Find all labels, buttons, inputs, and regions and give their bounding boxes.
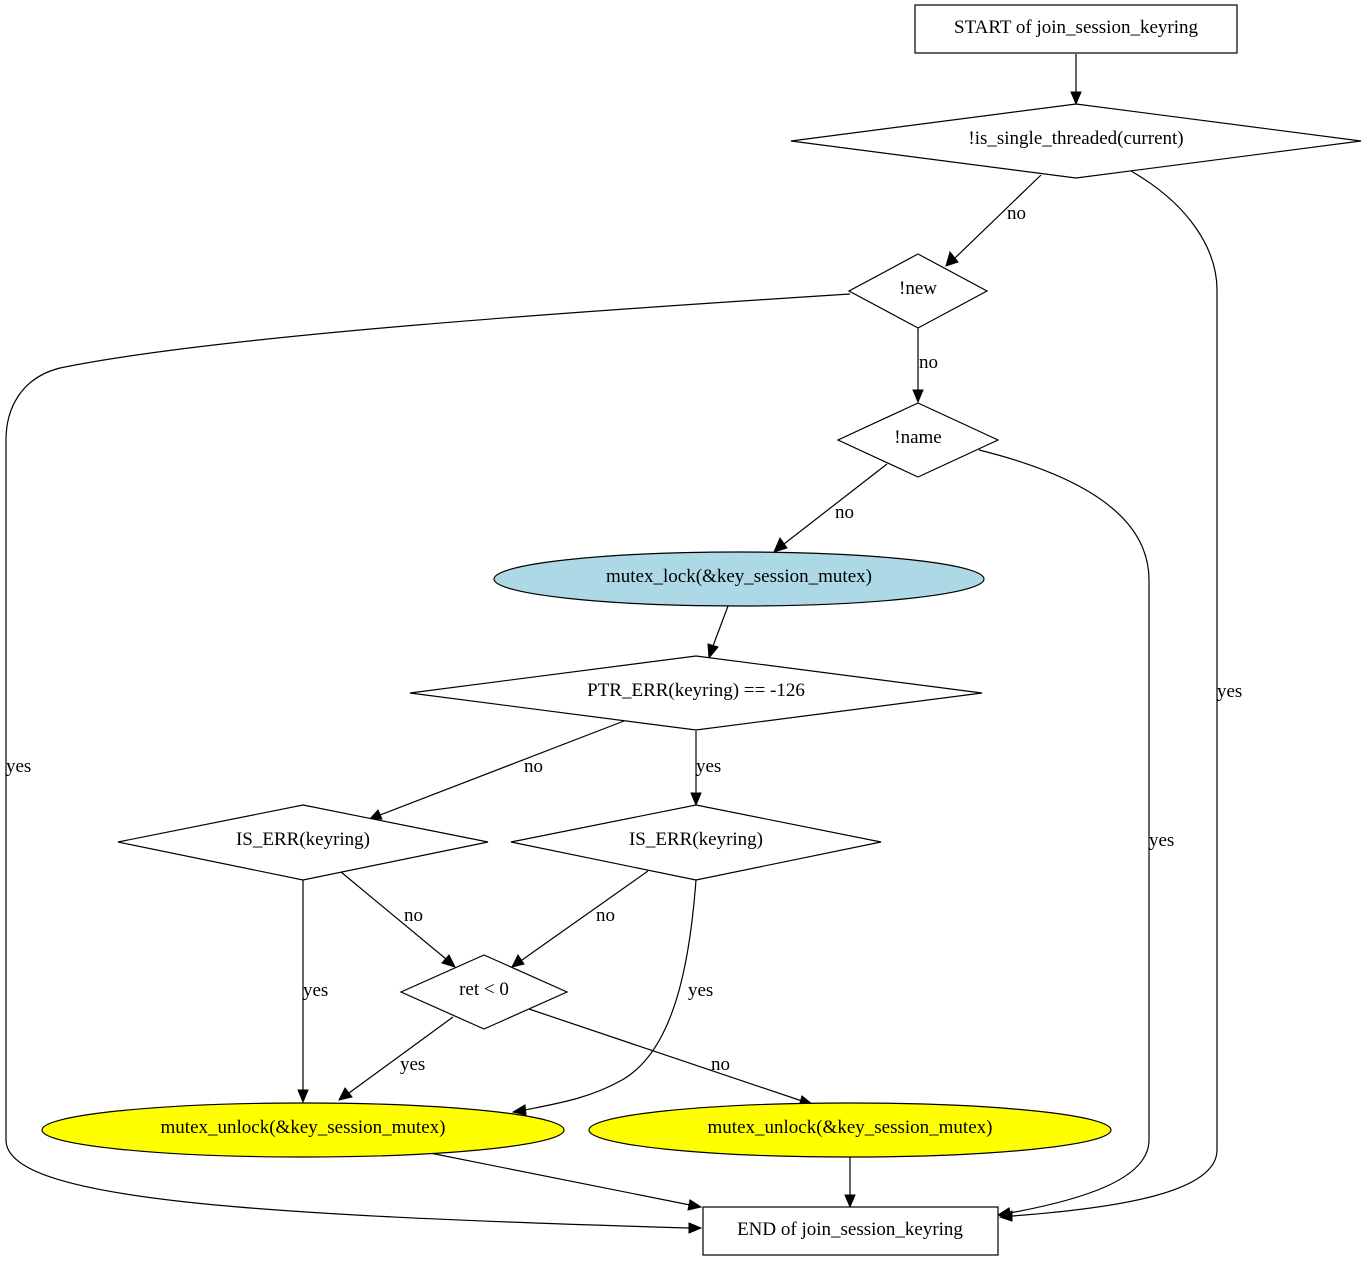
edge-label-iserrr-no: no [596, 905, 615, 926]
arrowhead [511, 1104, 527, 1116]
decision-diamond [117, 804, 489, 881]
unlock-left-node: mutex_unlock(&key_session_mutex) [41, 1102, 565, 1158]
edge-label-ptr-no: no [524, 756, 543, 777]
arrowhead [297, 1089, 309, 1104]
edge-ptr-no [379, 720, 625, 816]
edge-label-new-no: no [919, 352, 938, 373]
edges [5, 54, 1218, 1234]
name-label: !name [894, 427, 941, 448]
unlock-right-ellipse [588, 1102, 1112, 1158]
edge-new-yes [5, 293, 851, 1229]
edge-label-ret-no: no [711, 1054, 730, 1075]
arrowhead [338, 1087, 353, 1101]
edge-labels: no yes no yes no yes no yes no yes no ye… [6, 203, 1242, 1075]
edge-unlockl-to-end [429, 1152, 691, 1206]
arrowhead [707, 643, 719, 660]
edge-single-no [954, 174, 1042, 259]
decision-diamond [847, 253, 989, 329]
is-err-right-decision: IS_ERR(keyring) [510, 804, 882, 881]
is-err-left-decision: IS_ERR(keyring) [117, 804, 489, 881]
mutex-lock-ellipse [493, 551, 985, 607]
edge-label-single-yes: yes [1217, 681, 1242, 702]
arrowhead [773, 536, 788, 553]
decision-diamond [790, 103, 1362, 179]
is-err-right-label: IS_ERR(keyring) [629, 829, 763, 850]
edge-label-iserrl-no: no [404, 905, 423, 926]
ptr-err-decision: PTR_ERR(keyring) == -126 [409, 655, 983, 731]
unlock-left-ellipse [41, 1102, 565, 1158]
single-thread-decision: !is_single_threaded(current) [790, 103, 1362, 179]
arrowhead [844, 1194, 856, 1209]
nodes: START of join_session_keyring !is_single… [41, 4, 1362, 1256]
edge-lock-to-ptr [712, 605, 729, 647]
mutex-lock-label: mutex_lock(&key_session_mutex) [606, 566, 872, 587]
decision-diamond [510, 804, 882, 881]
arrowhead [1070, 91, 1082, 106]
edge-ret-no [528, 1008, 803, 1102]
name-decision: !name [836, 402, 1000, 478]
edge-label-name-no: no [835, 502, 854, 523]
edge-iserrr-no [521, 870, 649, 961]
arrowhead [511, 954, 525, 968]
unlock-left-label: mutex_unlock(&key_session_mutex) [161, 1117, 446, 1138]
edge-iserrr-yes [524, 879, 697, 1111]
decision-diamond [399, 954, 569, 1030]
is-err-left-label: IS_ERR(keyring) [236, 829, 370, 850]
arrowhead [912, 389, 924, 404]
edge-label-ret-yes: yes [400, 1054, 425, 1075]
edge-label-iserrl-yes: yes [303, 980, 328, 1001]
edge-label-name-yes: yes [1149, 830, 1174, 851]
edge-label-single-no: no [1007, 203, 1026, 224]
edge-label-new-yes: yes [6, 756, 31, 777]
edge-single-yes [1011, 170, 1218, 1217]
end-box [702, 1206, 999, 1256]
start-label: START of join_session_keyring [954, 17, 1198, 38]
ret-decision: ret < 0 [399, 954, 569, 1030]
new-label: !new [899, 278, 937, 299]
unlock-right-node: mutex_unlock(&key_session_mutex) [588, 1102, 1112, 1158]
mutex-lock-node: mutex_lock(&key_session_mutex) [493, 551, 985, 607]
start-box [914, 4, 1238, 54]
edge-label-iserrr-yes: yes [688, 980, 713, 1001]
arrowhead [996, 1207, 1012, 1219]
start-node: START of join_session_keyring [914, 4, 1238, 54]
edge-ret-yes [348, 1016, 454, 1094]
edge-name-no [783, 463, 888, 545]
decision-diamond [836, 402, 1000, 478]
end-label: END of join_session_keyring [737, 1219, 963, 1240]
edge-name-yes [978, 449, 1150, 1214]
arrowhead [688, 1222, 703, 1234]
arrowhead [690, 792, 702, 807]
single-thread-label: !is_single_threaded(current) [968, 128, 1183, 149]
arrowhead [945, 250, 959, 267]
end-node: END of join_session_keyring [702, 1206, 999, 1256]
edge-label-ptr-yes: yes [696, 756, 721, 777]
unlock-right-label: mutex_unlock(&key_session_mutex) [708, 1117, 993, 1138]
new-decision: !new [847, 253, 989, 329]
arrowhead [687, 1199, 703, 1211]
arrowhead [441, 954, 456, 968]
decision-diamond [409, 655, 983, 731]
edge-iserrl-no [340, 871, 447, 960]
ptr-err-label: PTR_ERR(keyring) == -126 [587, 680, 805, 701]
ret-label: ret < 0 [459, 979, 509, 1000]
